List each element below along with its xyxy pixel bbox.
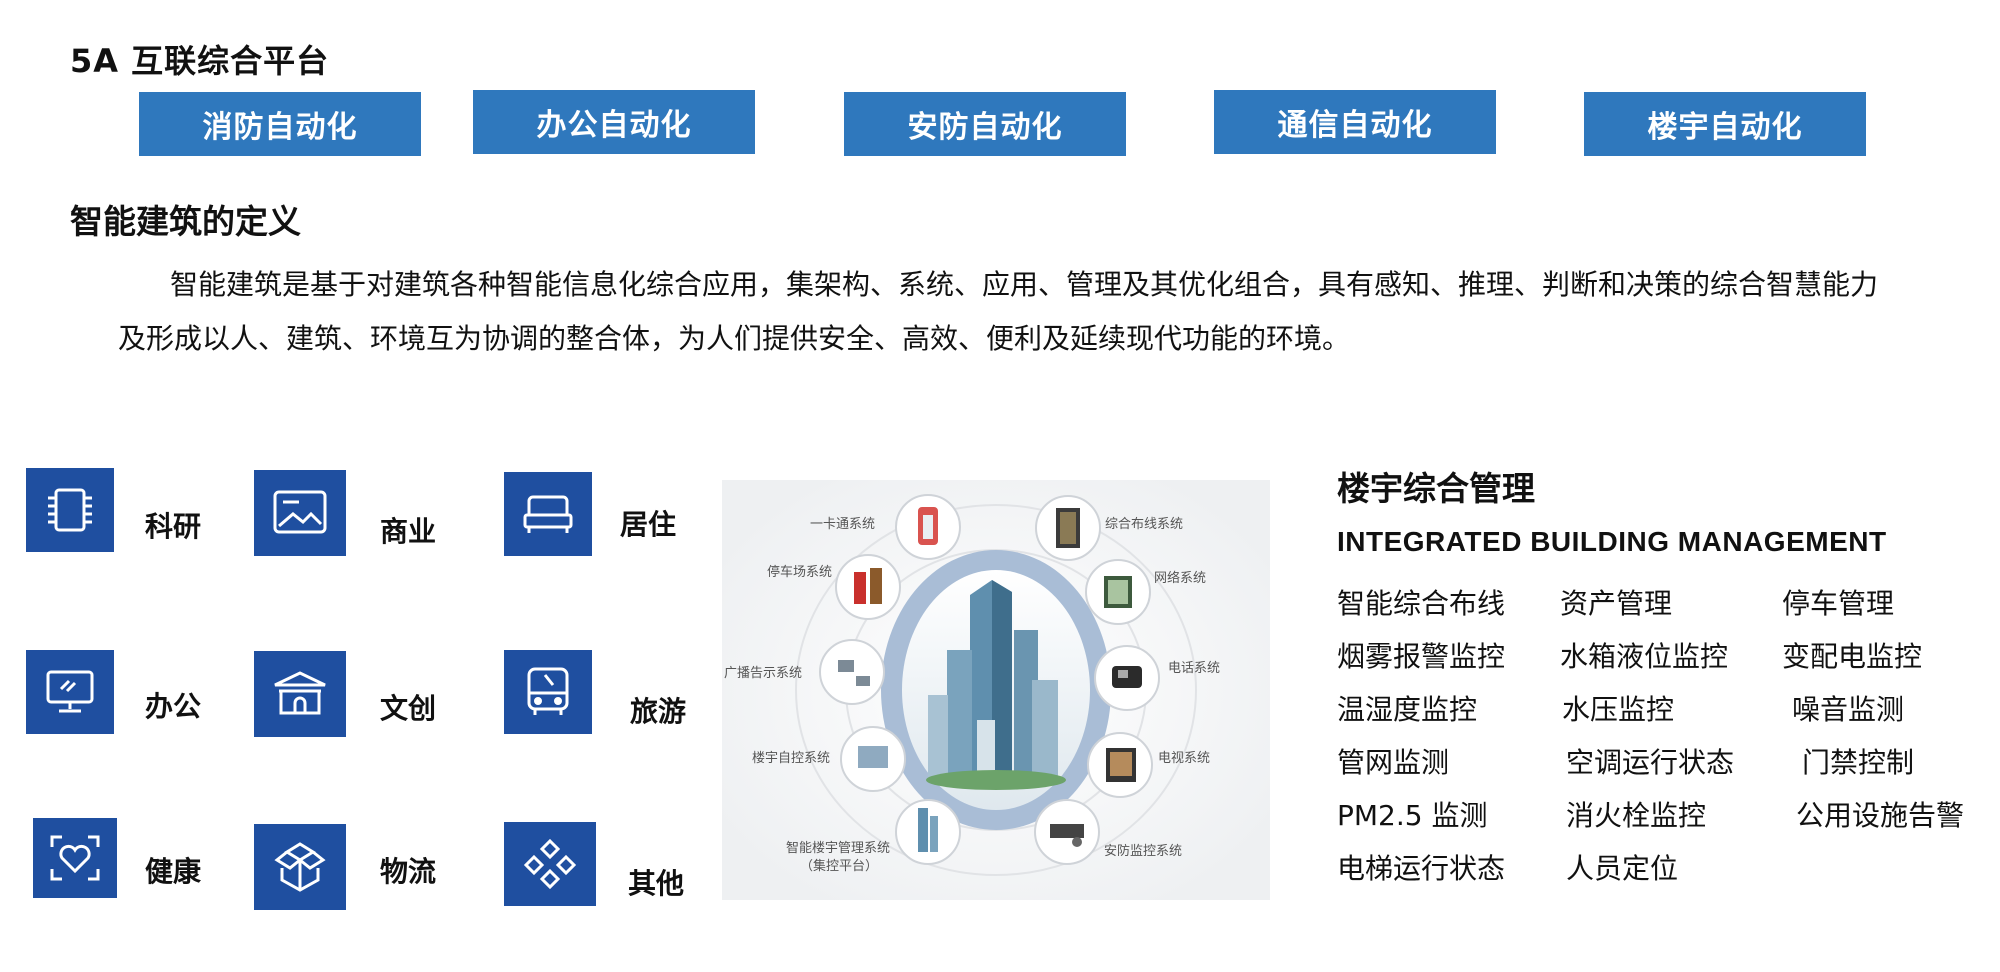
skyscraper-illustration (926, 580, 1066, 790)
management-item: 人员定位 (1566, 852, 1679, 885)
system-label-tv: 电视系统 (1158, 751, 1210, 766)
chip-icon (26, 468, 114, 552)
fire-automation-button[interactable]: 消防自动化 (139, 92, 421, 156)
heart-scan-icon (33, 818, 117, 898)
management-item: 公用设施告警 (1796, 799, 1965, 832)
management-item: 水箱液位监控 (1560, 640, 1729, 673)
communication-automation-button[interactable]: 通信自动化 (1214, 90, 1496, 154)
management-subtitle: INTEGRATED BUILDING MANAGEMENT (1337, 526, 1887, 557)
box-icon (254, 824, 346, 910)
bed-icon (504, 472, 592, 556)
building-automation-button[interactable]: 楼宇自动化 (1584, 92, 1866, 156)
category-label-research: 科研 (145, 510, 202, 543)
security-automation-button[interactable]: 安防自动化 (844, 92, 1126, 156)
bus-icon (504, 650, 592, 734)
management-item: 噪音监测 (1792, 693, 1905, 726)
system-label-surveillance: 安防监控系统 (1104, 843, 1182, 859)
building-systems-diagram: 一卡通系统 综合布线系统 停车场系统 网络系统 电话系统 广播告示系统 电视系统… (722, 480, 1270, 900)
management-item: 智能综合布线 (1337, 587, 1506, 620)
system-label-control-platform: （集控平台） (800, 858, 878, 874)
management-item: 停车管理 (1782, 587, 1895, 620)
picture-icon (254, 470, 346, 556)
definition-title: 智能建筑的定义 (70, 202, 301, 241)
management-item: 烟雾报警监控 (1337, 640, 1506, 673)
category-label-health: 健康 (145, 855, 202, 888)
category-label-tourism: 旅游 (630, 695, 687, 728)
system-label-broadcast: 广播告示系统 (724, 666, 802, 681)
system-label-telephone: 电话系统 (1168, 661, 1220, 676)
system-label-building-control: 楼宇自控系统 (752, 751, 830, 766)
management-item: 电梯运行状态 (1337, 852, 1506, 885)
pavilion-icon (254, 651, 346, 737)
management-item: 资产管理 (1560, 587, 1673, 620)
category-label-logistics: 物流 (380, 855, 437, 888)
system-label-bms: 智能楼宇管理系统 (786, 841, 890, 856)
definition-text: 智能建筑是基于对建筑各种智能信息化综合应用，集架构、系统、应用、管理及其优化组合… (118, 268, 1879, 355)
category-label-other: 其他 (628, 867, 685, 900)
system-label-parking: 停车场系统 (767, 564, 832, 580)
management-item: 温湿度监控 (1337, 693, 1478, 726)
category-label-culture: 文创 (380, 692, 437, 725)
monitor-icon (26, 650, 114, 734)
system-label-network: 网络系统 (1154, 570, 1206, 586)
management-item: 门禁控制 (1802, 746, 1915, 779)
category-label-office: 办公 (145, 690, 202, 723)
system-label-cabling: 综合布线系统 (1105, 517, 1183, 532)
management-item: 变配电监控 (1782, 640, 1923, 673)
platform-title: 5A 互联综合平台 (70, 42, 330, 80)
diamonds-icon (504, 822, 596, 906)
management-item: 水压监控 (1562, 693, 1675, 726)
category-label-residence: 居住 (620, 508, 677, 541)
management-item: 空调运行状态 (1566, 746, 1735, 779)
management-item: PM2.5 监测 (1337, 799, 1488, 832)
system-label-card: 一卡通系统 (810, 517, 875, 532)
management-title: 楼宇综合管理 (1337, 469, 1535, 508)
office-automation-button[interactable]: 办公自动化 (473, 90, 755, 154)
category-label-commerce: 商业 (380, 515, 437, 548)
management-item: 管网监测 (1337, 746, 1450, 779)
management-item: 消火栓监控 (1566, 799, 1707, 832)
